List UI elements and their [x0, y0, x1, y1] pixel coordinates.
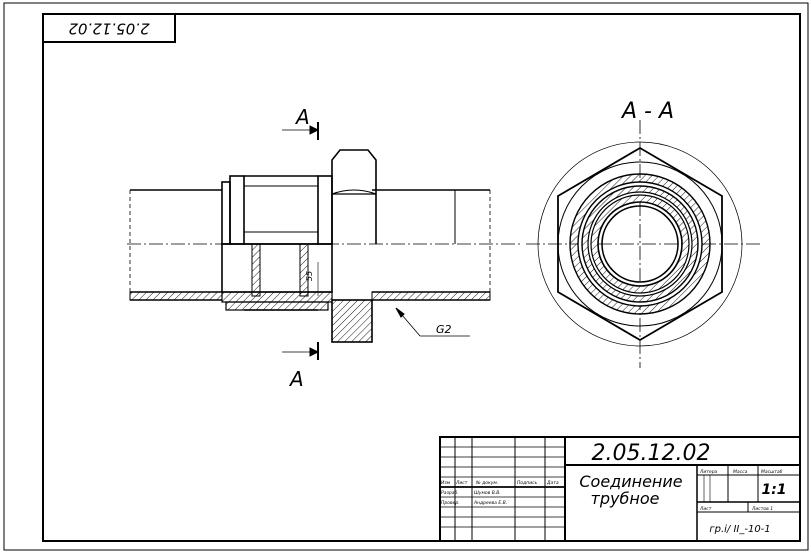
thread-callout: G2 — [436, 323, 452, 336]
checked-name: Андреева Е.В. — [473, 500, 507, 506]
section-view — [526, 120, 762, 368]
sheet-border — [3, 2, 809, 551]
col-header-4: Дата — [546, 480, 559, 486]
developed-name: Шумов В.В. — [474, 490, 501, 496]
title-block — [439, 436, 801, 542]
section-label-top: A — [294, 105, 310, 129]
thread-leader — [395, 307, 470, 337]
col-header-0: Изм — [441, 480, 451, 486]
dimension-small-label: 55 — [305, 271, 314, 281]
section-label-bottom: A — [288, 367, 304, 391]
cell-lit: Литера — [699, 469, 718, 475]
cell-scale: Масштаб — [761, 469, 783, 475]
developed-role: Разраб. — [441, 490, 459, 496]
fitting-side-view — [127, 149, 520, 343]
cell-mass: Масса — [733, 469, 748, 475]
col-header-3: Подпись — [517, 480, 538, 486]
title-block-text: 2.05.12.02 Соединение трубное 1:1 гр.i/ … — [441, 441, 787, 535]
title-line2: трубное — [591, 489, 660, 508]
group-code: гр.i/ II_-10-1 — [709, 524, 770, 535]
cell-sheet: Лист — [699, 506, 712, 512]
section-markers — [282, 122, 320, 360]
drawing-frame — [42, 13, 801, 542]
corner-stamp: 2.05.12.02 — [42, 13, 176, 43]
cell-sheets: Листов 1 — [751, 506, 773, 512]
designation: 2.05.12.02 — [592, 441, 711, 466]
title-line1: Соединение — [579, 472, 682, 491]
corner-stamp-text: 2.05.12.02 — [68, 20, 149, 38]
section-view-title: А - А — [620, 99, 674, 124]
col-header-2: № докум. — [475, 480, 498, 486]
checked-role: Провер. — [441, 500, 460, 506]
col-header-1: Лист — [455, 480, 468, 486]
scale-value: 1:1 — [761, 482, 786, 498]
